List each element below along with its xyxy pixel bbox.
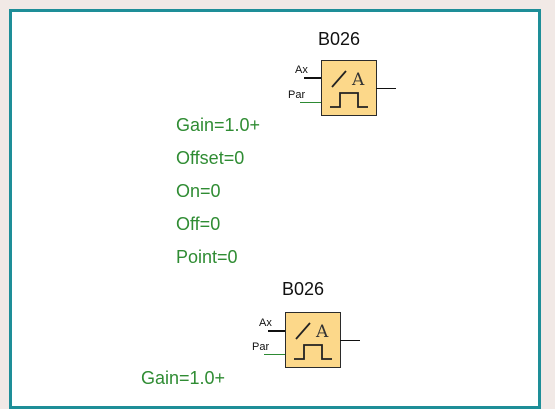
block1-output-wire (376, 88, 396, 89)
block2-par-wire (264, 354, 286, 355)
analog-switch-icon: A (294, 322, 332, 360)
block2-ax-wire (268, 330, 286, 332)
block1-title: B026 (318, 29, 361, 49)
block2-param-gain: Gain=1.0+ (141, 368, 226, 388)
block2-analog-threshold-switch[interactable]: A (285, 312, 341, 368)
block1-param-offset: Offset=0 (176, 148, 245, 168)
diagram-canvas: B026 Ax Par A Gain=1.0+ Offset=0 On=0 Of… (9, 9, 541, 409)
block1-pin-par-label: Par (288, 89, 306, 101)
block2-output-wire (340, 340, 360, 341)
block1-param-on: On=0 (176, 181, 221, 201)
block1-par-wire (300, 102, 322, 103)
analog-switch-icon: A (330, 70, 368, 108)
block2-pin-ax-label: Ax (259, 317, 272, 329)
block1-param-gain: Gain=1.0+ (176, 115, 261, 135)
block2-title: B026 (282, 279, 325, 299)
block2-pin-par-label: Par (252, 341, 270, 353)
block1-pin-ax-label: Ax (295, 64, 308, 76)
svg-text:A: A (315, 322, 329, 342)
block1-analog-threshold-switch[interactable]: A (321, 60, 377, 116)
svg-text:A: A (351, 70, 365, 90)
block1-param-off: Off=0 (176, 214, 221, 234)
block1-ax-wire (304, 77, 322, 79)
block1-param-point: Point=0 (176, 247, 238, 267)
